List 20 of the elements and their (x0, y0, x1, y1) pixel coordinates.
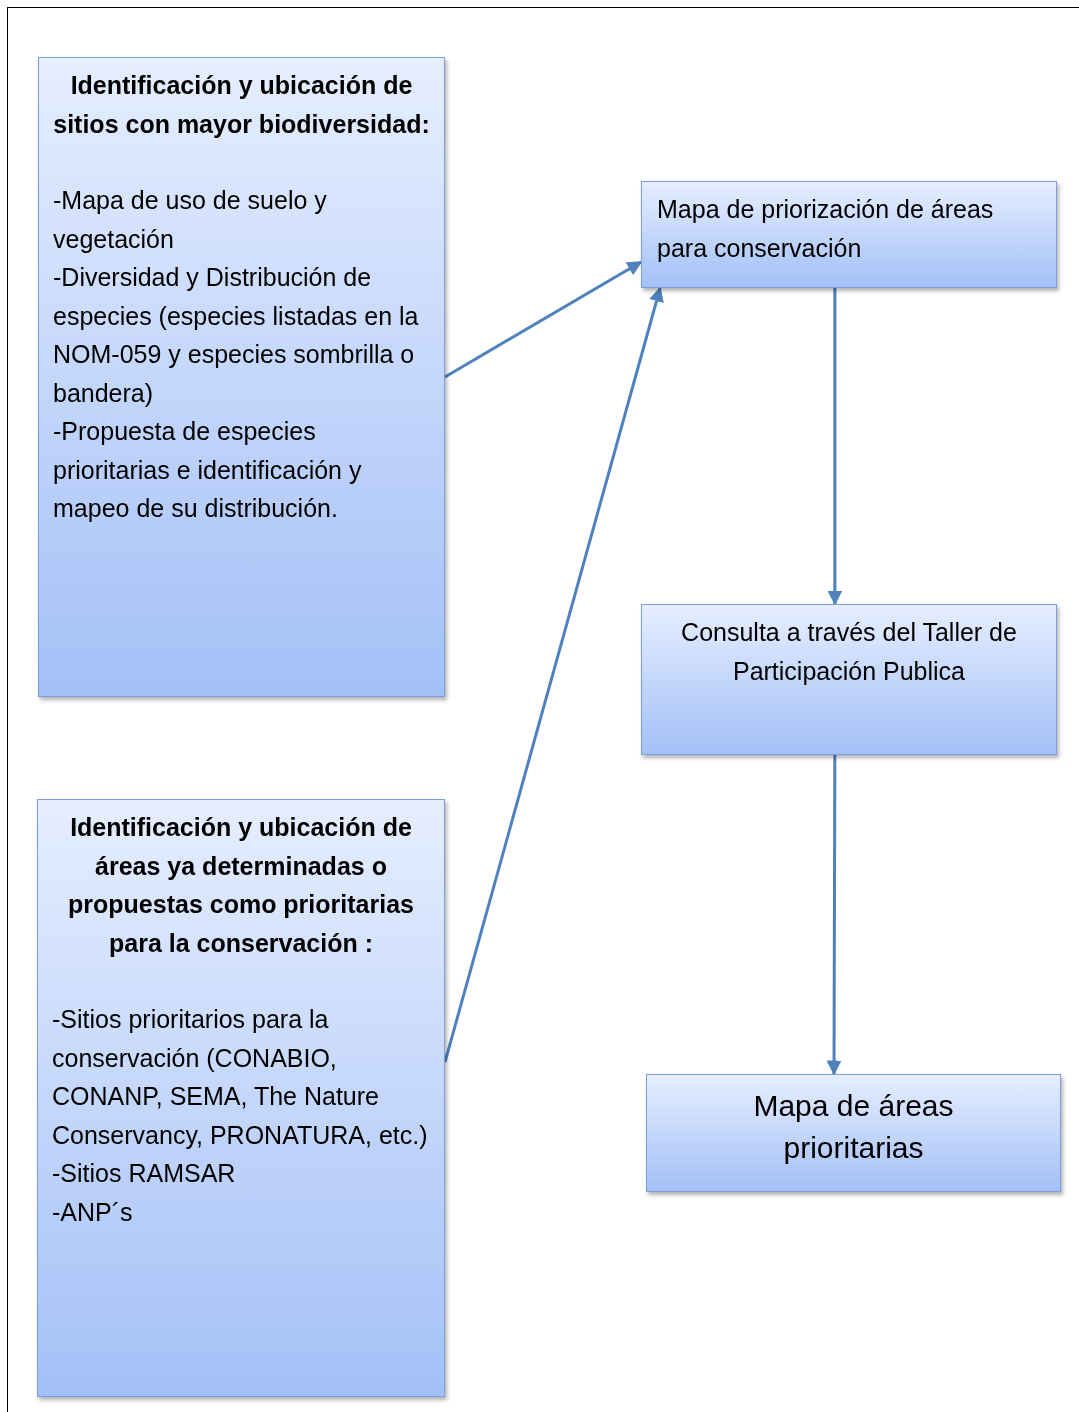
arrow (826, 755, 842, 1076)
process-box (641, 181, 1057, 288)
bullet-text: -Sitios RAMSAR (52, 1158, 237, 1189)
process-box (38, 57, 445, 697)
bullet-text: -Diversidad y Distribución de especies (especies listadas en la NOM-059 y especies sombrilla o bandera) (53, 262, 420, 409)
process-box (646, 1074, 1061, 1192)
bullet-text: -Mapa de uso de suelo y vegetación (53, 185, 328, 255)
process-box (641, 604, 1057, 755)
arrow (444, 260, 643, 379)
arrow (827, 288, 843, 606)
box-text: Consulta a través del Taller de Participación Publica (680, 617, 1018, 687)
bullet-text: -Sitios prioritarios para la conservación (CONABIO, CONANP, SEMA, The Nature Conservancy, PRONATURA, etc.) (52, 1004, 429, 1151)
box-text: Mapa de priorización de áreas para conservación (657, 194, 995, 264)
box-text: Mapa de áreas prioritarias (752, 1088, 955, 1166)
bullet-text: -Propuesta de especies prioritarias e identificación y mapeo de su distribución. (53, 416, 363, 524)
arrow (443, 286, 664, 1063)
box-heading: Identificación y ubicación de áreas ya determinadas o propuestas como prioritarias para la conservación : (67, 812, 415, 959)
process-box (37, 799, 445, 1397)
bullet-text: -ANP´s (52, 1196, 134, 1228)
box-heading: Identificación y ubicación de sitios con mayor biodiversidad: (53, 70, 430, 140)
